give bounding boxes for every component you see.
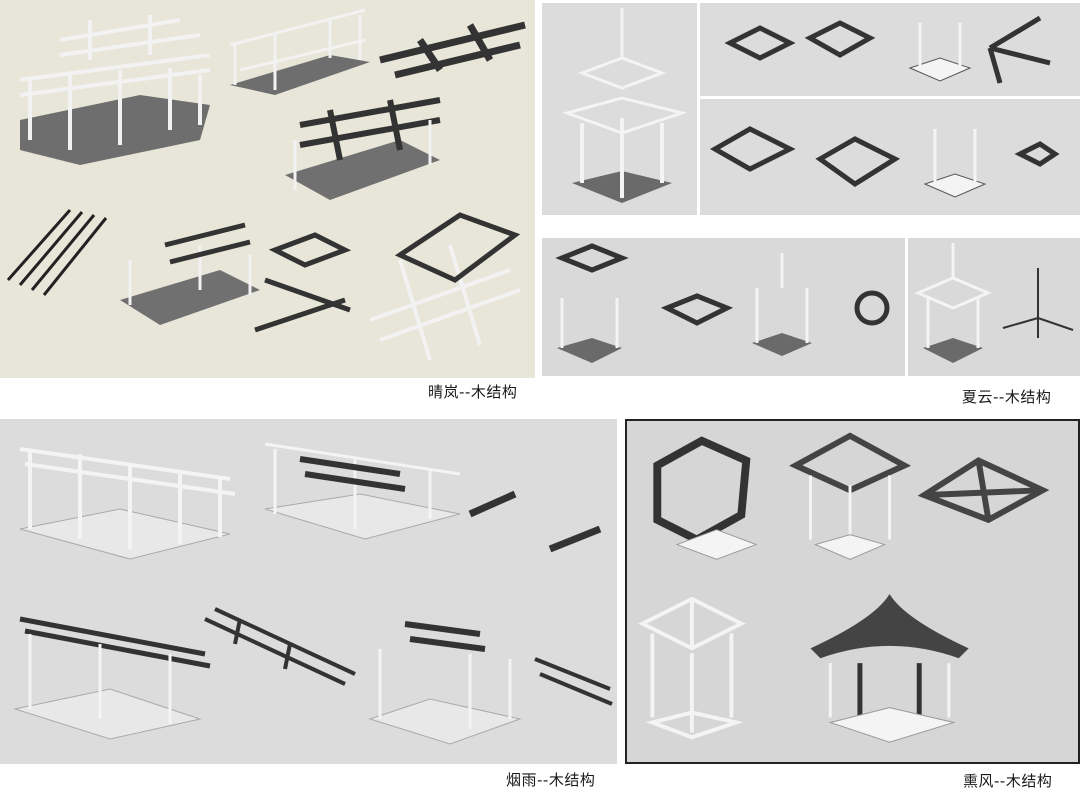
qinglan-panel: [0, 0, 535, 378]
xunfeng-pavilion-roofed: [789, 432, 912, 560]
xunfeng-white-pavilion: [638, 596, 746, 740]
xunfeng-white-frame: [675, 529, 758, 560]
xiayun-pagoda: [562, 8, 688, 203]
xiayun-parts-3: [555, 243, 890, 363]
xiayun-tower: [914, 243, 1074, 363]
caption-xunfeng: 熏风--木结构: [963, 772, 1053, 790]
xiayun-components-mid: [700, 99, 1080, 215]
qinglan-bracket-set: [254, 232, 352, 333]
caption-xiayun: 夏云--木结构: [962, 388, 1052, 406]
xunfeng-panel: [625, 419, 1080, 764]
caption-qinglan: 晴岚--木结构: [428, 383, 518, 401]
xunfeng-dark-frame: [653, 436, 751, 545]
yanyu-ladder: [534, 657, 613, 706]
qinglan-pavilion: [285, 97, 441, 200]
qinglan-roof-white: [369, 244, 521, 361]
xiayun-parts-2: [709, 126, 1060, 198]
qinglan-roof-dark: [394, 212, 521, 283]
yanyu-pavilion: [368, 621, 522, 745]
yanyu-models: [13, 442, 613, 745]
yanyu-truss: [204, 607, 356, 686]
xunfeng-curved-roof: [810, 593, 969, 743]
qinglan-roof-beams-dark: [379, 21, 526, 79]
xiayun-parts-1: [724, 15, 1051, 84]
qinglan-lower-frame: [120, 222, 260, 325]
qinglan-rafters: [6, 209, 108, 296]
xunfeng-roof-frame: [917, 457, 1050, 524]
yanyu-corridor-frame: [19, 447, 236, 560]
qinglan-main-frame: [19, 15, 211, 165]
caption-yanyu: 烟雨--木结构: [506, 771, 596, 789]
xunfeng-models: [638, 432, 1050, 743]
yanyu-panel: [0, 419, 617, 764]
xiayun-components-top: [700, 3, 1080, 96]
qinglan-models: [6, 8, 526, 361]
yanyu-beam-parts: [468, 490, 602, 553]
yanyu-corridor-roofed: [264, 442, 461, 540]
qinglan-corridor: [229, 8, 370, 95]
xiayun-tower-panel: [908, 238, 1080, 376]
xiayun-pagoda-panel: [542, 3, 697, 215]
yanyu-long-corridor: [13, 616, 211, 740]
xiayun-components-bottom: [542, 238, 905, 376]
